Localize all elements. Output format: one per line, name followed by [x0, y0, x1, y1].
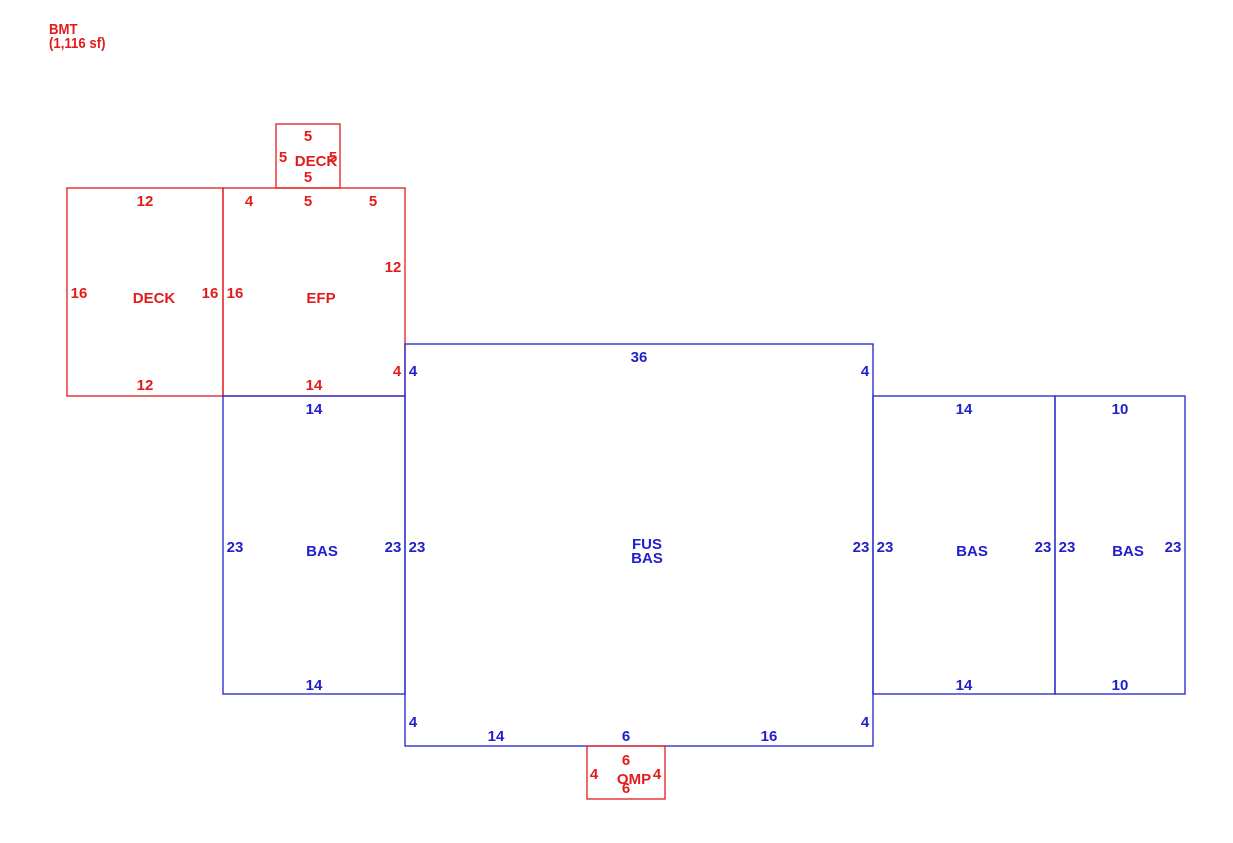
omp-bottom-dim: 6 [622, 780, 630, 797]
bas-right-2-top-dim: 10 [1112, 401, 1129, 418]
bas-right-2-right-dim: 23 [1165, 539, 1182, 556]
note-title: BMT [49, 21, 78, 38]
area-efp: 4 5 5 16 12 EFP 4 14 [222, 187, 406, 397]
bas-left-label: BAS [306, 543, 338, 560]
main-left-bottom-dim: 4 [409, 714, 418, 731]
main-left-dim: 23 [409, 539, 426, 556]
deck-large-left-dim: 16 [71, 285, 88, 302]
efp-right-lower-dim: 4 [393, 363, 402, 380]
efp-right-dim: 12 [385, 259, 402, 276]
bas-right-1-top-dim: 14 [956, 401, 973, 418]
efp-left-dim: 16 [227, 285, 244, 302]
bas-right-2-outline [1054, 395, 1186, 695]
efp-top-dim-b: 5 [304, 193, 312, 210]
bas-left-right-dim: 23 [385, 539, 402, 556]
bas-right-1-left-dim: 23 [877, 539, 894, 556]
bas-left-top-dim: 14 [306, 401, 323, 418]
main-left-top-dim: 4 [409, 363, 418, 380]
main-label-fus: FUS [632, 536, 662, 553]
efp-label: EFP [306, 290, 335, 307]
sketch-note: BMT (1,116 sf) [49, 21, 106, 52]
main-right-top-dim: 4 [861, 363, 870, 380]
bas-left-bottom-dim: 14 [306, 677, 323, 694]
deck-small-top-dim: 5 [304, 128, 312, 145]
main-right-bottom-dim: 4 [861, 714, 870, 731]
bas-right-1-right-dim: 23 [1035, 539, 1052, 556]
area-main: 36 4 4 23 23 FUS BAS 4 4 14 6 16 [404, 343, 874, 747]
main-top-dim: 36 [631, 349, 648, 366]
bas-left-left-dim: 23 [227, 539, 244, 556]
bas-right-2-bottom-dim: 10 [1112, 677, 1129, 694]
omp-right-dim: 4 [653, 766, 662, 783]
omp-top-dim: 6 [622, 752, 630, 769]
area-deck-small: 5 5 5 DECK 5 [275, 123, 341, 189]
deck-large-label: DECK [133, 290, 176, 307]
deck-small-bottom-dim: 5 [304, 169, 312, 186]
main-bottom-dim-c: 16 [761, 728, 778, 745]
main-right-dim: 23 [853, 539, 870, 556]
bas-right-1-bottom-dim: 14 [956, 677, 973, 694]
note-area: (1,116 sf) [49, 35, 106, 52]
omp-left-dim: 4 [590, 766, 599, 783]
bas-right-2-label: BAS [1112, 543, 1144, 560]
area-bas-right-2: 10 23 BAS 23 10 [1054, 395, 1186, 695]
omp-label: OMP [617, 771, 651, 788]
main-bottom-dim-b: 6 [622, 728, 630, 745]
bas-right-2-left-dim: 23 [1059, 539, 1076, 556]
efp-bottom-dim: 14 [306, 377, 323, 394]
deck-large-bottom-dim: 12 [137, 377, 154, 394]
deck-large-right-dim: 16 [202, 285, 219, 302]
deck-small-label: DECK [295, 153, 338, 170]
area-omp: 6 4 OMP 4 6 [586, 745, 666, 800]
main-bottom-dim-a: 14 [488, 728, 505, 745]
area-bas-left: 14 23 BAS 23 14 [222, 395, 406, 695]
deck-small-left-dim: 5 [279, 149, 287, 166]
main-label-bas: BAS [631, 550, 663, 567]
bas-right-1-label: BAS [956, 543, 988, 560]
deck-small-right-dim: 5 [329, 149, 337, 166]
area-bas-right-1: 14 23 BAS 23 14 [872, 395, 1056, 695]
efp-top-dim-a: 4 [245, 193, 254, 210]
area-deck-large: 12 16 DECK 16 12 [66, 187, 224, 397]
efp-top-dim-c: 5 [369, 193, 377, 210]
omp-outline [586, 745, 666, 800]
deck-large-top-dim: 12 [137, 193, 154, 210]
